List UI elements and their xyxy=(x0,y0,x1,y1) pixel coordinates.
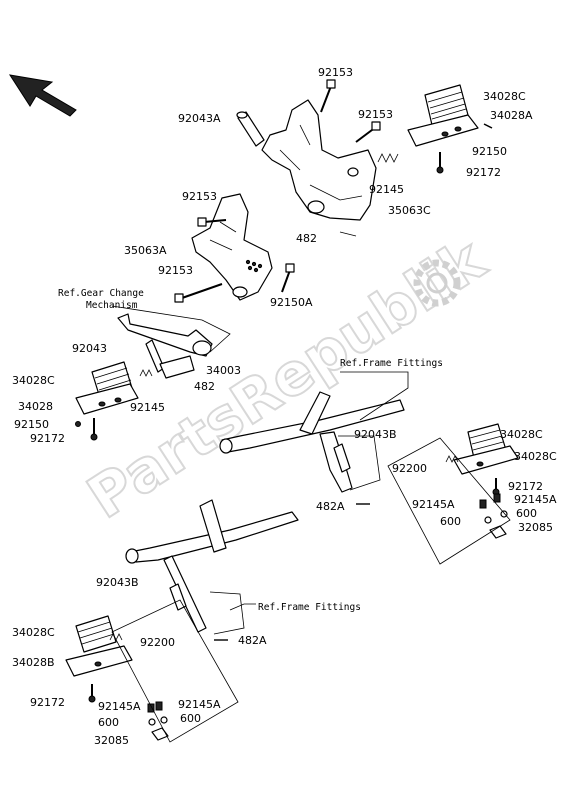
ball-92145A-right xyxy=(479,493,501,509)
footpeg-34028C-lower xyxy=(65,615,133,677)
spacer-92043B-upper xyxy=(333,443,351,473)
ref-frame-fittings-lower: Ref.Frame Fittings xyxy=(258,602,361,613)
label-92172: 92172 xyxy=(466,166,501,179)
label-600: 600 xyxy=(440,515,461,528)
label-34028A: 34028A xyxy=(490,109,533,122)
label-600: 600 xyxy=(180,712,201,725)
leader-box-lower xyxy=(111,599,239,743)
label-92145A: 92145A xyxy=(514,493,557,506)
gear-logo-icon xyxy=(413,259,461,307)
clip-32085-right xyxy=(489,525,507,539)
ref-gear-change-line2: Mechanism xyxy=(86,300,138,311)
label-92153: 92153 xyxy=(318,66,353,79)
bolt-92172-right xyxy=(492,478,500,496)
label-92145A: 92145A xyxy=(98,700,141,713)
label-92043: 92043 xyxy=(72,342,107,355)
bracket-35063C xyxy=(261,99,377,221)
label-92145A: 92145A xyxy=(412,498,455,511)
label-92043B: 92043B xyxy=(354,428,397,441)
spring-92145-left xyxy=(139,369,153,377)
label-34028C: 34028C xyxy=(12,626,55,639)
bolt-92172-top xyxy=(436,152,444,174)
label-34028: 34028 xyxy=(18,400,53,413)
pin-92150-top xyxy=(483,123,493,129)
front-direction-arrow-icon xyxy=(8,74,77,117)
bolt-92153-mid xyxy=(355,121,381,143)
ball-92145A-lower xyxy=(147,701,163,713)
shift-lever-34003 xyxy=(117,313,213,379)
bolt-92150A xyxy=(281,263,295,293)
label-32085: 32085 xyxy=(94,734,129,747)
label-92043A: 92043A xyxy=(178,112,221,125)
label-92172: 92172 xyxy=(508,480,543,493)
label-34028B: 34028B xyxy=(12,656,55,669)
label-92150: 92150 xyxy=(472,145,507,158)
ref-gear-change-line1: Ref.Gear Change xyxy=(58,288,144,299)
footpeg-34028C-top xyxy=(407,84,479,147)
label-92145: 92145 xyxy=(130,401,165,414)
ref-leaders xyxy=(111,305,409,611)
rear-frame-upper xyxy=(219,391,405,493)
label-92150A: 92150A xyxy=(270,296,313,309)
label-92172: 92172 xyxy=(30,432,65,445)
label-92153: 92153 xyxy=(358,108,393,121)
rear-frame-lower xyxy=(125,499,299,635)
bolt-92172-lower xyxy=(88,684,96,703)
label-92200: 92200 xyxy=(392,462,427,475)
label-34028C: 34028C xyxy=(514,450,557,463)
bolt-92172-left xyxy=(90,418,98,441)
label-482A: 482A xyxy=(316,500,345,513)
label-34028C: 34028C xyxy=(12,374,55,387)
footpeg-34028C-right xyxy=(453,423,519,475)
bolt-92153-left-a xyxy=(197,217,227,227)
label-35063C: 35063C xyxy=(388,204,431,217)
label-34028C: 34028C xyxy=(500,428,543,441)
pin-482-top xyxy=(339,231,357,237)
label-600: 600 xyxy=(516,507,537,520)
label-92043B: 92043B xyxy=(96,576,139,589)
spacer-92043A xyxy=(236,111,265,147)
label-92153: 92153 xyxy=(182,190,217,203)
label-482A: 482A xyxy=(238,634,267,647)
leader-box-right xyxy=(387,437,511,565)
label-482: 482 xyxy=(194,380,215,393)
bracket-35063A xyxy=(191,193,273,301)
label-92150: 92150 xyxy=(14,418,49,431)
label-600: 600 xyxy=(98,716,119,729)
label-482: 482 xyxy=(296,232,317,245)
spring-92200-right xyxy=(445,455,459,463)
label-32085: 32085 xyxy=(518,521,553,534)
washer-600-right xyxy=(484,510,508,524)
footpeg-34028C-left xyxy=(75,361,139,415)
label-34028C: 34028C xyxy=(483,90,526,103)
pin-92150-left xyxy=(75,421,81,427)
bolt-92153-top xyxy=(320,79,336,113)
washer-600-lower xyxy=(148,716,168,726)
label-92200: 92200 xyxy=(140,636,175,649)
spring-92145-top xyxy=(377,153,399,163)
label-92153: 92153 xyxy=(158,264,193,277)
label-92172: 92172 xyxy=(30,696,65,709)
bolt-92153-left-b xyxy=(174,283,223,303)
label-92145: 92145 xyxy=(369,183,404,196)
label-92145A: 92145A xyxy=(178,698,221,711)
label-35063A: 35063A xyxy=(124,244,167,257)
label-34003: 34003 xyxy=(206,364,241,377)
ref-frame-fittings-upper: Ref.Frame Fittings xyxy=(340,358,443,369)
